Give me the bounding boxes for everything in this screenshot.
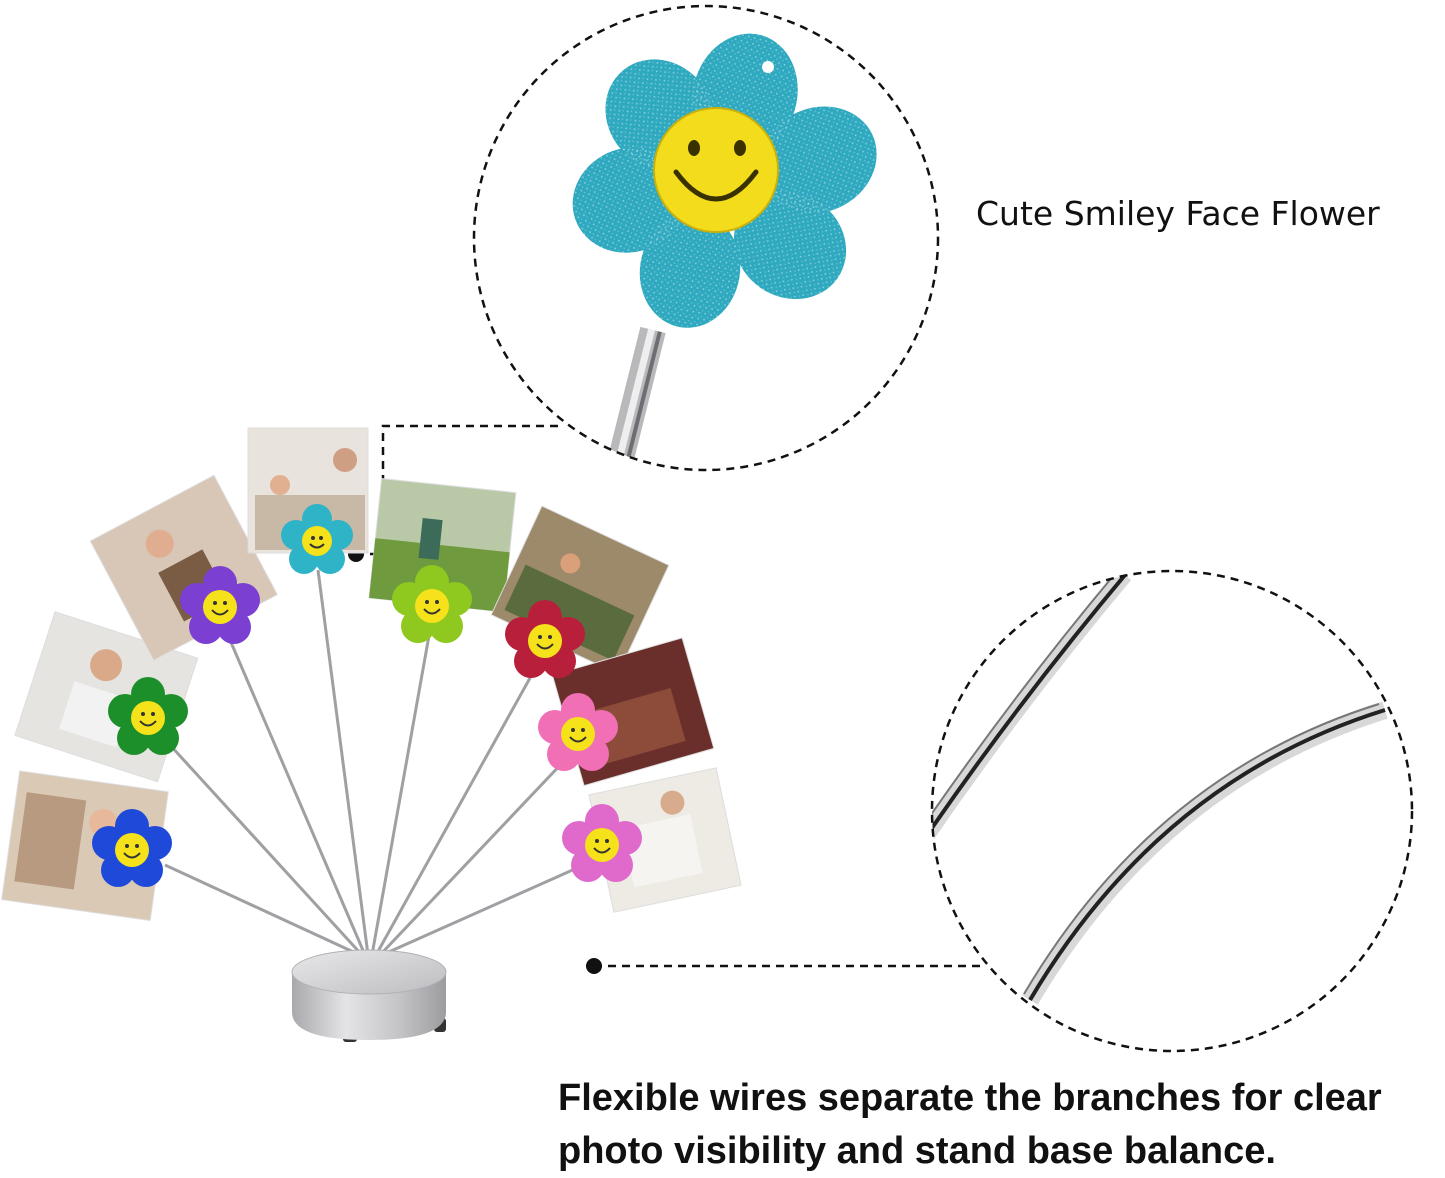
wires-callout-caption: Flexible wires separate the branches for…	[558, 1072, 1442, 1178]
teal-flower-icon	[572, 33, 877, 328]
pink-flower-icon	[538, 693, 618, 771]
wire-zoom-circle	[930, 569, 1414, 1053]
green-flower-icon	[108, 677, 188, 755]
magenta-flower-icon	[562, 804, 642, 882]
flower-callout-caption: Cute Smiley Face Flower	[976, 194, 1380, 233]
lime-flower-icon	[392, 565, 472, 643]
wires-caption-line-1: Flexible wires separate the branches for…	[558, 1077, 1382, 1119]
blue-flower-icon	[92, 809, 172, 887]
flower-zoom-circle	[472, 4, 940, 472]
purple-flower-icon	[180, 566, 260, 644]
teal-flower-small-icon	[281, 504, 353, 574]
stand-wires	[164, 569, 596, 957]
product-flowers	[92, 504, 642, 887]
wires-caption-line-2: photo visibility and stand base balance.	[558, 1130, 1276, 1172]
crimson-flower-icon	[505, 600, 585, 678]
stand-base	[291, 949, 447, 1042]
callout-connector-right	[586, 958, 982, 974]
